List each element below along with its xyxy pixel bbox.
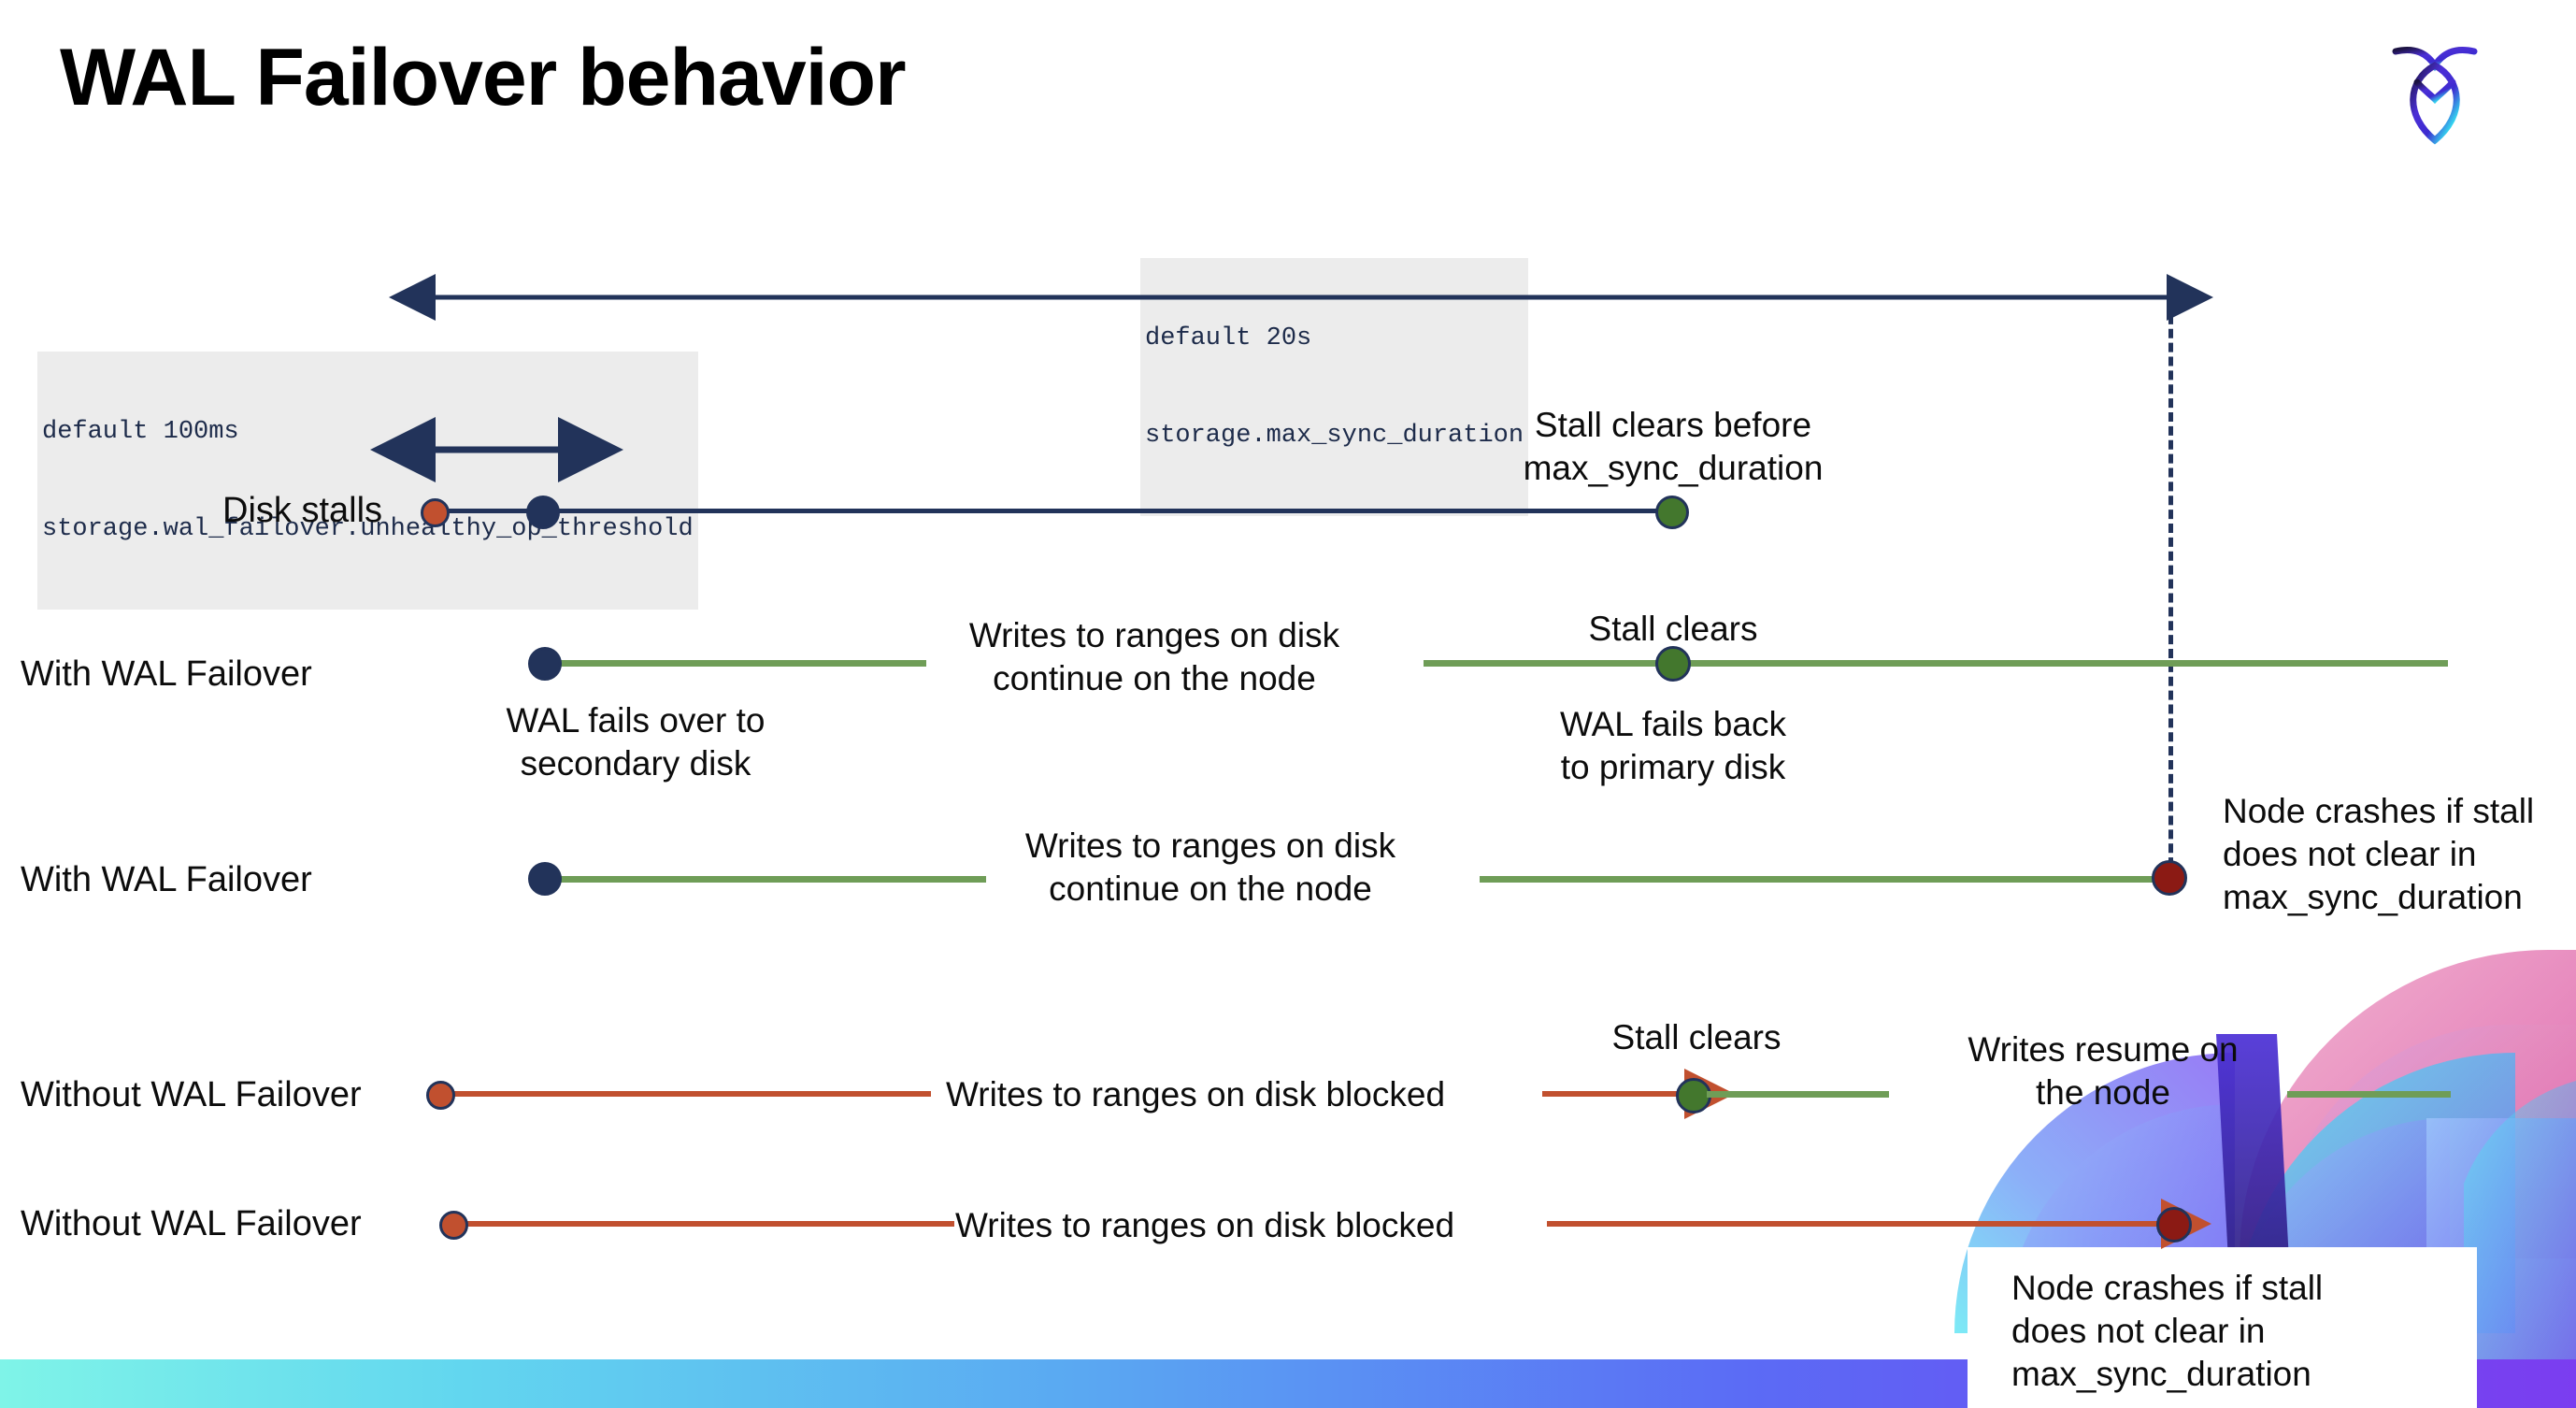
disk-stalls-clear-note: Stall clears before max_sync_duration <box>1523 406 1824 487</box>
row-label-with-wal-failover-1: With WAL Failover <box>21 654 312 694</box>
cockroachdb-logo <box>2392 47 2478 145</box>
without-wal-failover-1-clear-note: Stall clears <box>1611 1018 1782 1056</box>
with-wal-failover-1-clear-dot <box>1655 646 1691 682</box>
annotation-max-sync-duration-setting: storage.max_sync_duration <box>1143 419 1526 453</box>
with-wal-failover-1-middle-note: Writes to ranges on disk continue on the… <box>968 616 1340 697</box>
without-wal-failover-2-middle-note: Writes to ranges on disk blocked <box>955 1206 1455 1244</box>
row-label-without-wal-failover-1: Without WAL Failover <box>21 1075 362 1114</box>
without-wal-failover-1-middle-note: Writes to ranges on disk blocked <box>946 1075 1446 1113</box>
without-wal-failover-1-segment-c <box>2287 1091 2451 1098</box>
without-wal-failover-2-crash-dot <box>2156 1207 2192 1243</box>
with-wal-failover-2-segment-b <box>1480 876 2176 883</box>
with-wal-failover-2-segment-a <box>545 876 986 883</box>
without-wal-failover-2-start-dot <box>439 1211 468 1240</box>
disk-stalls-timeline <box>436 509 1679 513</box>
row-label-without-wal-failover-2: Without WAL Failover <box>21 1204 362 1243</box>
with-wal-failover-2-crash-note: Node crashes if stall does not clear in … <box>2223 792 2535 916</box>
disk-stalls-start-dot <box>421 498 450 527</box>
with-wal-failover-1-segment-a <box>545 660 926 667</box>
disk-stalls-clear-dot <box>1655 496 1689 529</box>
with-wal-failover-1-failover-note: WAL fails over to secondary disk <box>506 701 766 783</box>
annotation-max-sync-duration-default: default 20s <box>1143 323 1314 355</box>
with-wal-failover-2-middle-note: Writes to ranges on disk continue on the… <box>1024 826 1396 908</box>
with-wal-failover-2-crash-dot <box>2152 860 2187 896</box>
max-sync-duration-dropline <box>2168 301 2173 881</box>
row-label-disk-stalls: Disk stalls <box>222 491 383 530</box>
with-wal-failover-1-segment-b <box>1424 660 2448 667</box>
annotation-max-sync-duration: default 20s storage.max_sync_duration <box>1140 258 1529 517</box>
with-wal-failover-1-failover-dot <box>528 647 562 681</box>
annotation-unhealthy-op-threshold: default 100ms storage.wal_failover.unhea… <box>37 352 698 611</box>
without-wal-failover-1-resume-note: Writes resume on the node <box>1968 1030 2239 1112</box>
page-title: WAL Failover behavior <box>60 33 907 122</box>
row-label-with-wal-failover-2: With WAL Failover <box>21 860 312 899</box>
annotation-unhealthy-op-threshold-default: default 100ms <box>40 416 241 449</box>
without-wal-failover-2-crash-note: Node crashes if stall does not clear in … <box>2011 1269 2324 1393</box>
without-wal-failover-1-start-dot <box>426 1081 455 1110</box>
without-wal-failover-1-segment-a <box>454 1091 931 1097</box>
annotation-unhealthy-op-threshold-setting: storage.wal_failover.unhealthy_op_thresh… <box>40 512 695 546</box>
without-wal-failover-1-clear-dot <box>1676 1078 1711 1113</box>
with-wal-failover-2-failover-dot <box>528 862 562 896</box>
bottom-right-callout-mask-2 <box>1968 1247 2257 1408</box>
with-wal-failover-1-clear-note: Stall clears <box>1588 610 1758 648</box>
without-wal-failover-1-segment-b <box>1707 1091 1889 1098</box>
with-wal-failover-1-failback-note: WAL fails back to primary disk <box>1560 705 1786 786</box>
without-wal-failover-2-segment-a <box>467 1221 954 1227</box>
disk-stalls-failover-dot <box>526 496 560 529</box>
